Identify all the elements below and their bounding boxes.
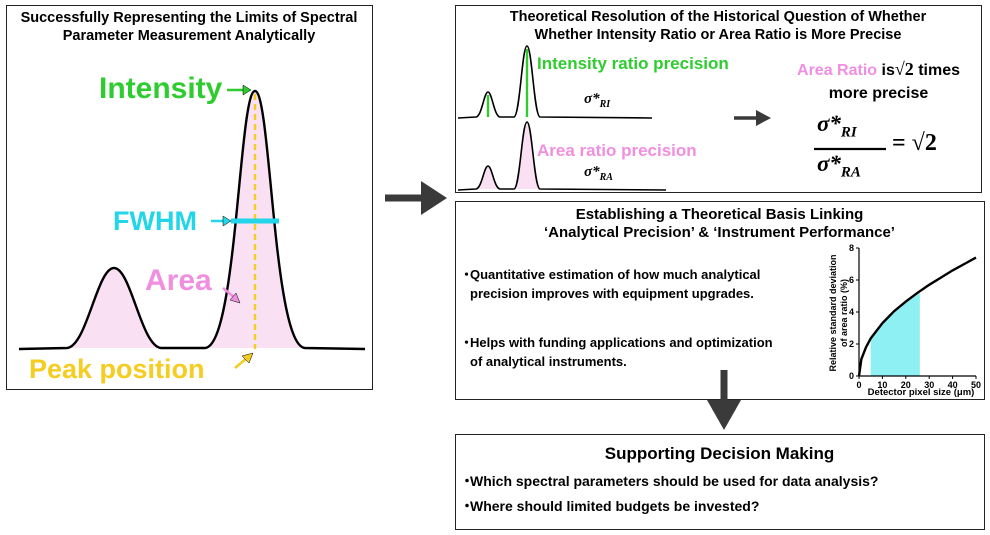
- sigma-ra-small: σ*RA: [584, 164, 613, 183]
- top-right-title-line2: Whether Intensity Ratio or Area Ratio is…: [534, 26, 902, 43]
- chart-x-axis-label: Detector pixel size (μm): [868, 387, 975, 398]
- bottom-right-title: Supporting Decision Making: [604, 444, 835, 463]
- chart-y-tick-label: 4: [849, 307, 854, 317]
- intensity-spectrum: [457, 45, 653, 119]
- chart-x-tick-label: 10: [877, 380, 887, 390]
- result-line2: more precise: [828, 85, 929, 103]
- peak-diagram: [18, 84, 366, 369]
- numerator-sigma: σ*: [817, 111, 841, 136]
- down-arrow: [707, 370, 741, 430]
- left-title-line1: Successfully Representing the Limits of …: [20, 10, 358, 26]
- ratio-spectra: [457, 45, 886, 191]
- sigma-ri-symbol: σ*: [584, 91, 600, 107]
- bottom-bullet-2-dot: ・: [460, 498, 474, 514]
- fwhm-label: FWHM: [113, 206, 197, 236]
- chart-x-tick-label: 30: [924, 380, 934, 390]
- denominator-sigma: σ*: [817, 151, 841, 176]
- result-times: times: [918, 62, 960, 79]
- bottom-bullet-1-dot: ・: [460, 473, 474, 489]
- left-panel: Successfully Representing the Limits of …: [6, 5, 373, 390]
- numerator-sub: RI: [840, 124, 857, 141]
- denominator-sub: RA: [840, 164, 861, 181]
- intensity-arrowhead: [242, 84, 252, 96]
- result-area-ratio: Area Ratio: [797, 62, 878, 79]
- area-ratio-label: Area ratio precision: [537, 141, 697, 160]
- area-fill-large: [514, 122, 540, 189]
- result-arrowhead: [756, 110, 771, 126]
- bottom-bullet-2: ・ Where should limited budgets be invest…: [460, 496, 980, 516]
- top-right-title-line1: Theoretical Resolution of the Historical…: [509, 9, 927, 25]
- chart-x-tick-label: 40: [948, 380, 958, 390]
- sigma-ri-small: σ*RI: [584, 91, 610, 110]
- peak-position-label: Peak position: [29, 354, 205, 384]
- equation-numerator: σ*RI: [817, 111, 857, 142]
- result-is: is: [881, 62, 895, 79]
- middle-bullet-1-dot: ・: [460, 267, 474, 282]
- chart-y-tick-label: 6: [849, 275, 854, 285]
- peak-position-arrowhead: [241, 352, 254, 364]
- middle-right-title: Establishing a Theoretical Basis Linking…: [456, 206, 983, 243]
- left-panel-title: Successfully Representing the Limits of …: [7, 10, 371, 45]
- equation-denominator: σ*RA: [817, 151, 861, 182]
- area-label: Area: [145, 264, 212, 297]
- result-sqrt2: √2: [894, 59, 914, 79]
- bottom-bullet-2-text: Where should limited budgets be invested…: [470, 498, 760, 514]
- sigma-ra-sub: RA: [599, 172, 613, 183]
- result-statement: Area Ratio is√2 times more precise: [776, 56, 981, 105]
- result-line1: Area Ratio is√2 times: [776, 56, 981, 82]
- bottom-right-panel: Supporting Decision Making ・ Which spect…: [455, 434, 985, 530]
- chart-highlight-region: [870, 291, 920, 376]
- intensity-ratio-label: Intensity ratio precision: [537, 54, 729, 73]
- intensity-label: Intensity: [99, 72, 223, 105]
- sigma-ri-sub: RI: [599, 99, 611, 110]
- chart-x-tick-label: 50: [971, 380, 981, 390]
- middle-bullet-2-line2: of analytical instruments.: [470, 353, 627, 369]
- baseline-and-peaks: [18, 89, 366, 351]
- middle-title-line1: Establishing a Theoretical Basis Linking: [575, 206, 864, 223]
- top-right-title: Theoretical Resolution of the Historical…: [456, 9, 980, 44]
- area-arrowhead: [229, 292, 241, 304]
- area-fill-small: [476, 166, 500, 189]
- chart-x-tick-label: 0: [856, 380, 861, 390]
- bottom-bullet-1: ・ Which spectral parameters should be us…: [460, 471, 980, 491]
- chart-y-tick-label: 0: [849, 371, 854, 381]
- sigma-ra-symbol: σ*: [584, 164, 600, 180]
- small-peak-fill: [67, 268, 161, 348]
- left-title-line2: Parameter Measurement Analytically: [62, 27, 316, 44]
- chart-y-tick-label: 8: [849, 243, 854, 253]
- rsd-chart: 0 10 20 30 40 50 0 2 4 6 8 Detector pixel size (μm…: [828, 243, 981, 398]
- bottom-bullet-1-text: Which spectral parameters should be used…: [470, 473, 879, 489]
- chart-series-line: [857, 256, 977, 377]
- area-spectrum: [457, 121, 667, 191]
- middle-bullet-2: ・ Helps with funding applications and op…: [460, 334, 830, 372]
- middle-bullet-2-dot: ・: [460, 335, 474, 350]
- middle-bullet-2-line1: Helps with funding applications and opti…: [470, 335, 773, 350]
- chart-y-axis-label-line2: of area ratio (%): [839, 279, 849, 347]
- middle-title-line2: ‘Analytical Precision’ & ‘Instrument Per…: [544, 224, 895, 242]
- middle-right-panel: Establishing a Theoretical Basis Linking…: [455, 201, 985, 400]
- right-arrow: [385, 181, 447, 215]
- chart-x-tick-label: 20: [901, 380, 911, 390]
- middle-bullet-1: ・ Quantitative estimation of how much an…: [460, 266, 820, 304]
- top-right-panel: Theoretical Resolution of the Historical…: [455, 5, 982, 193]
- chart-y-tick-label: 2: [849, 339, 854, 349]
- middle-bullet-1-line1: Quantitative estimation of how much anal…: [470, 267, 761, 282]
- peak-position-arrow: [234, 357, 248, 369]
- middle-bullet-1-line2: precision improves with equipment upgrad…: [470, 285, 754, 301]
- equation-rhs: = √2: [892, 130, 937, 156]
- fwhm-arrowhead: [222, 215, 232, 227]
- chart-y-axis-label-line1: Relative standard deviation: [828, 254, 838, 371]
